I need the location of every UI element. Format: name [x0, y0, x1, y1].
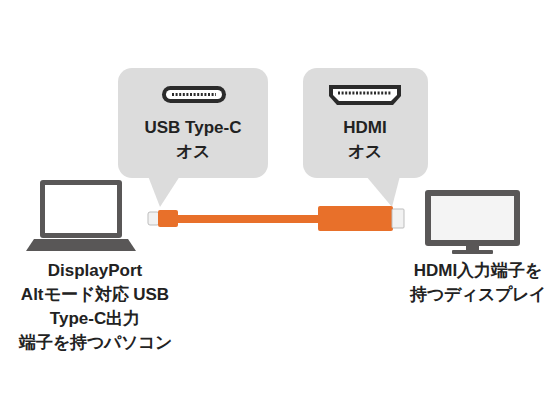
edge-layer: [148, 219, 404, 220]
bubble-pointer: [148, 176, 180, 207]
laptop-icon: [26, 180, 136, 251]
usb-c-plug: [148, 210, 178, 227]
laptop-node: DisplayPort Altモード対応 USB Type-C出力 端子を持つパ…: [30, 178, 148, 256]
node-text: DisplayPort Altモード対応 USB Type-C出力 端子を持つパ…: [16, 259, 174, 355]
display-icon: [425, 190, 520, 254]
bubble-pointer: [366, 176, 400, 207]
hdmi-plug: [318, 206, 404, 231]
display-node: HDMI入力端子を 持つディスプレイ: [404, 185, 524, 257]
hdmi-icon: [329, 85, 401, 105]
callout-bubble: HDMI オス: [303, 68, 428, 178]
usb-c-icon: [162, 86, 226, 103]
node-text: USB Type-C オス: [139, 116, 247, 164]
node-text: HDMI オス: [335, 116, 395, 164]
node-text: HDMI入力端子を 持つディスプレイ: [406, 259, 551, 307]
cable-line: [148, 215, 404, 223]
callout-bubble: USB Type-C オス: [118, 68, 268, 178]
cable-group: [148, 219, 404, 220]
